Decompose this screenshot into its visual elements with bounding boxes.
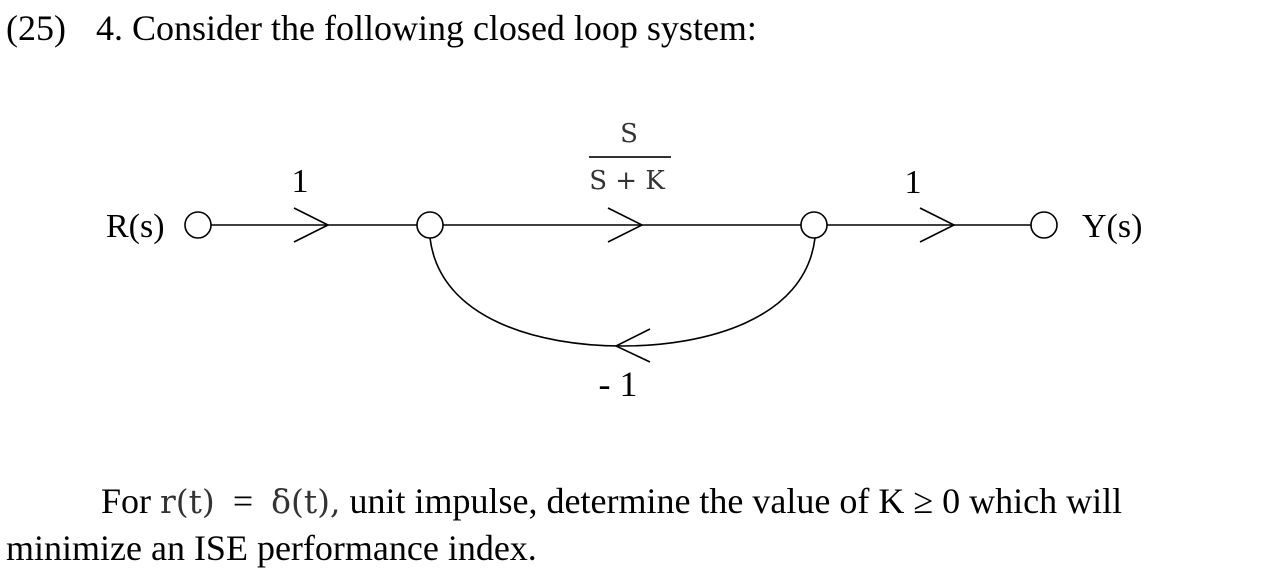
summing-node [416, 211, 444, 239]
impulse-function: δ(t), [271, 482, 341, 521]
input-arrow-icon [293, 207, 330, 243]
equals-sign: = [232, 481, 254, 521]
input-branch-gain: 1 [292, 163, 309, 200]
question-header: (25) 4. Consider the following closed loo… [6, 6, 757, 50]
points-label: (25) [6, 8, 66, 48]
output-signal-label: Y(s) [1082, 208, 1142, 245]
feedback-arrow-icon [614, 328, 651, 363]
output-branch-gain: 1 [905, 164, 922, 201]
forward-gain-numerator: S [620, 119, 638, 149]
problem-statement: For r(t) = δ(t), unit impulse, determine… [6, 478, 1246, 571]
input-node [184, 211, 212, 239]
statement-text-2: which will minimize an ISE performance i… [6, 481, 1123, 568]
input-signal-label: R(s) [106, 208, 165, 245]
input-function: r(t) [160, 482, 215, 521]
for-word: For [101, 481, 152, 521]
feedback-branch-curve [429, 237, 816, 347]
output-node [1030, 211, 1058, 239]
output-arrow-icon [919, 207, 956, 243]
feedback-branch-gain: - 1 [599, 364, 638, 404]
forward-arrow-icon [607, 207, 644, 243]
k-condition: K ≥ 0 [878, 481, 961, 521]
statement-text-1: unit impulse, determine the value of [349, 481, 870, 521]
pickoff-node [800, 211, 828, 239]
forward-gain-denominator: S + K [589, 166, 665, 196]
question-text: 4. Consider the following closed loop sy… [95, 8, 757, 48]
